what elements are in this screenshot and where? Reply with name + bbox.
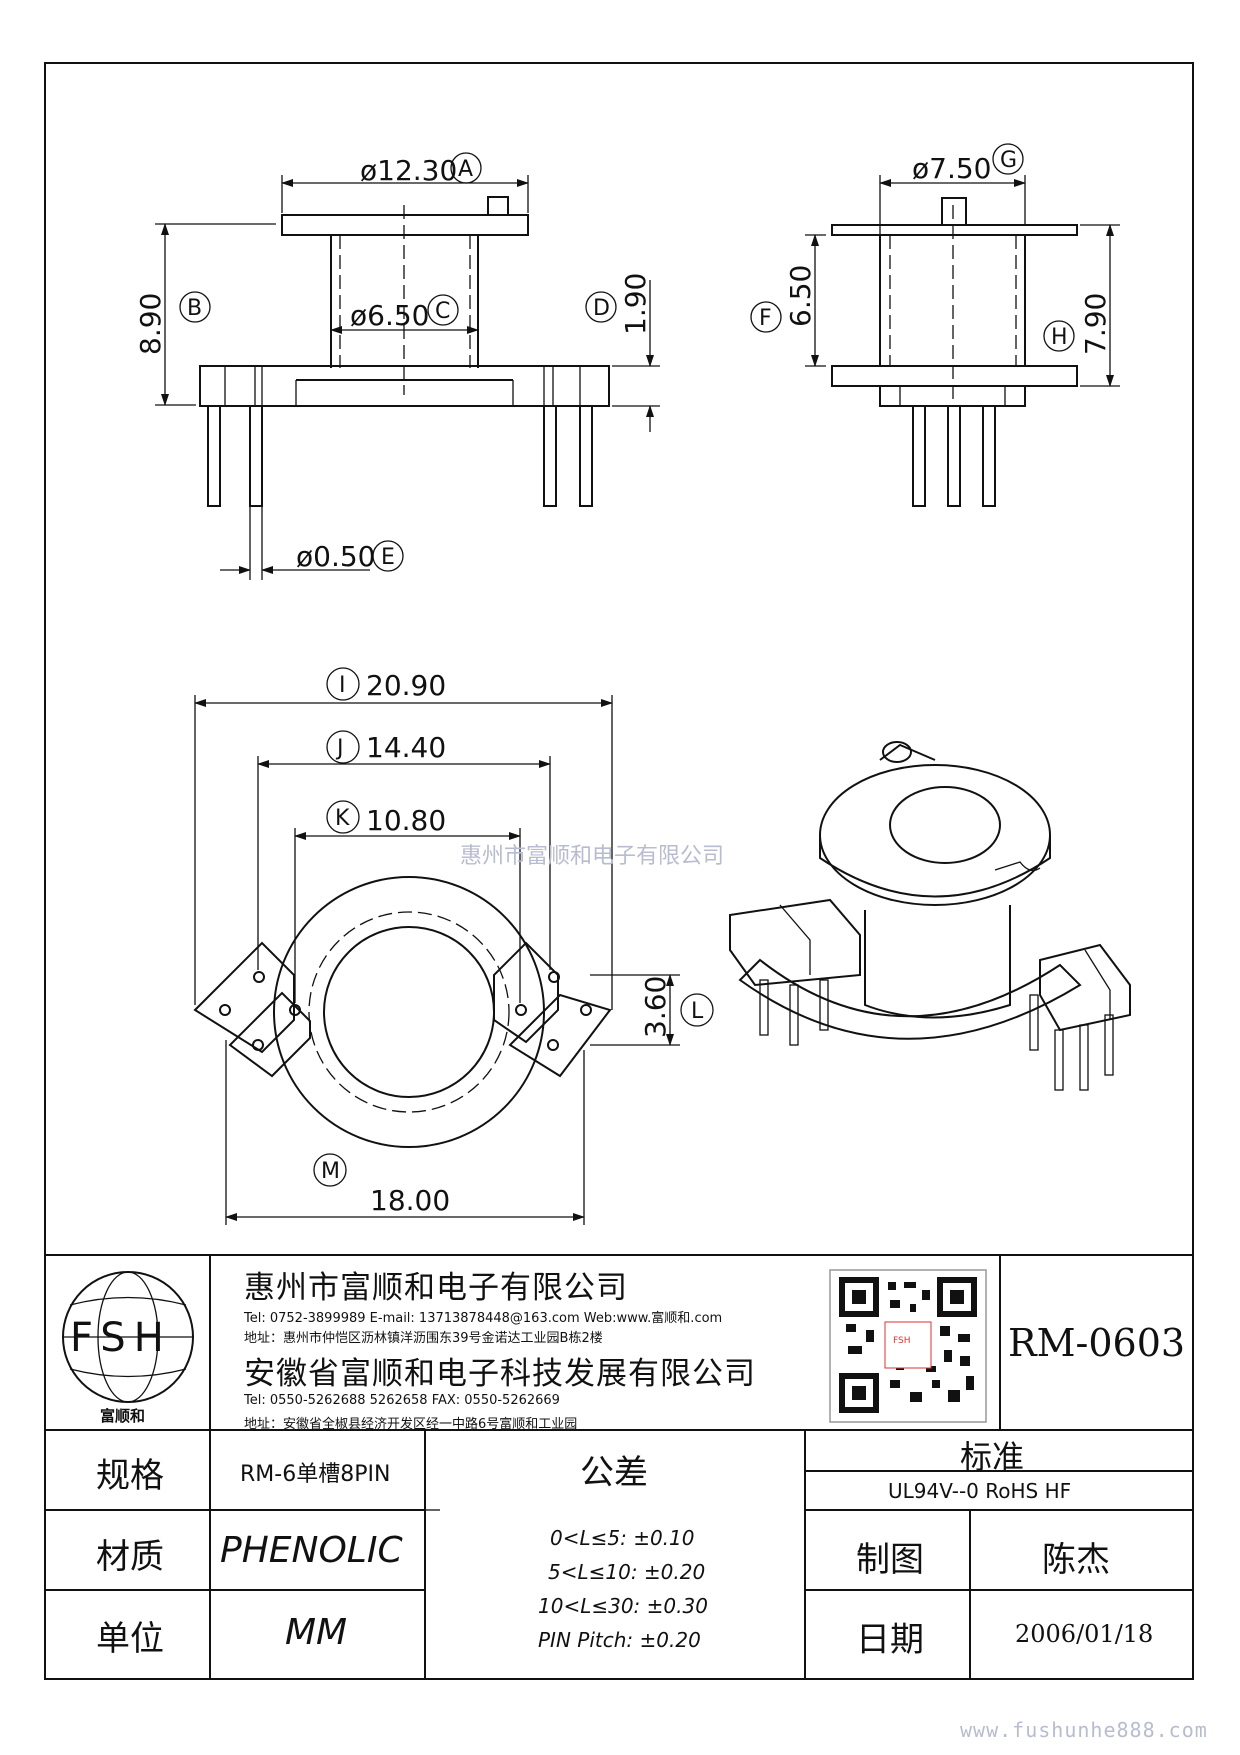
dim-F-value: 6.50	[784, 265, 817, 327]
dim-B-value: 8.90	[134, 293, 167, 355]
dim-K-value: 10.80	[366, 804, 446, 837]
tolerance-label: 公差	[580, 1453, 648, 1493]
part-number: RM-0603	[1008, 1321, 1186, 1365]
dim-D-tag: D	[593, 296, 610, 321]
tolerance-1: 0<L≤5: ±0.10	[550, 1526, 695, 1550]
dim-C-value: ø6.50	[350, 299, 429, 332]
dim-E-tag: E	[381, 545, 395, 570]
date-label: 日期	[856, 1620, 924, 1660]
dim-E-value: ø0.50	[296, 540, 375, 573]
dim-J-value: 14.40	[366, 731, 446, 764]
company1-contact: Tel: 0752-3899989 E-mail: 13713878448@16…	[244, 1311, 723, 1326]
tolerance-3: 10<L≤30: ±0.30	[538, 1594, 708, 1618]
tolerance-4: PIN Pitch: ±0.20	[538, 1628, 701, 1652]
qr-label: FSH	[893, 1336, 911, 1346]
side-view: ø7.50 G 6.50 F 7.90 H	[750, 143, 1120, 507]
logo-caption: 富顺和	[100, 1407, 146, 1425]
dim-B-tag: B	[187, 296, 202, 321]
company2-contact: Tel: 0550-5262688 5262658 FAX: 0550-5262…	[244, 1393, 560, 1408]
drawn-label: 制图	[856, 1540, 924, 1580]
dim-H-tag: H	[1051, 325, 1068, 350]
front-view: ø12.30 A 8.90 B ø6.50 C 1.90 D ø0.50 E	[134, 152, 660, 580]
material-label: 材质	[96, 1537, 164, 1577]
center-watermark: 惠州市富顺和电子有限公司	[460, 844, 725, 869]
dim-H-value: 7.90	[1079, 293, 1112, 355]
qr-code-icon	[829, 1269, 987, 1423]
company2-name: 安徽省富顺和电子科技发展有限公司	[244, 1356, 756, 1392]
dim-M-tag: M	[321, 1159, 340, 1184]
dim-G-value: ø7.50	[912, 152, 991, 185]
unit-label: 单位	[96, 1619, 164, 1659]
company2-address: 地址：安徽省全椒县经济开发区经一中路6号富顺和工业园	[244, 1417, 578, 1432]
dim-G-tag: G	[1000, 148, 1017, 173]
fsh-logo-icon	[62, 1271, 194, 1403]
drawn-value: 陈杰	[1042, 1540, 1110, 1580]
dim-J-tag: J	[335, 736, 344, 761]
tolerance-2: 5<L≤10: ±0.20	[548, 1560, 706, 1584]
dim-C-tag: C	[435, 299, 450, 324]
company1-name: 惠州市富顺和电子有限公司	[244, 1270, 628, 1306]
dim-K-tag: K	[335, 806, 350, 831]
bottom-view: I 20.90 J 14.40 K 10.80 3.60 L M 18.00	[193, 667, 714, 1225]
dim-D-value: 1.90	[619, 273, 652, 335]
bottom-watermark: www.fushunhe888.com	[960, 1718, 1208, 1742]
dim-I-tag: I	[339, 673, 346, 698]
material-value: PHENOLIC	[220, 1530, 403, 1571]
standard-value: UL94V--0 RoHS HF	[888, 1479, 1072, 1503]
dim-A-value: ø12.30	[360, 154, 457, 187]
dim-A-tag: A	[458, 157, 473, 182]
logo-text: FSH	[70, 1315, 172, 1361]
company1-address: 地址：惠州市仲恺区沥林镇洋沥围东39号金诺达工业园B栋2楼	[244, 1331, 603, 1346]
unit-value: MM	[285, 1612, 348, 1653]
isometric-view	[729, 741, 1131, 1091]
spec-label: 规格	[96, 1456, 164, 1496]
spec-value: RM-6单槽8PIN	[240, 1462, 391, 1487]
title-block-grid	[45, 1254, 1193, 1679]
standard-label: 标准	[960, 1438, 1025, 1476]
dim-F-tag: F	[759, 306, 772, 331]
dim-L-value: 3.60	[639, 976, 672, 1038]
dim-L-tag: L	[691, 999, 704, 1024]
date-value: 2006/01/18	[1015, 1620, 1154, 1648]
dim-M-value: 18.00	[370, 1184, 450, 1217]
sheet-border	[44, 62, 1194, 1680]
dim-I-value: 20.90	[366, 669, 446, 702]
